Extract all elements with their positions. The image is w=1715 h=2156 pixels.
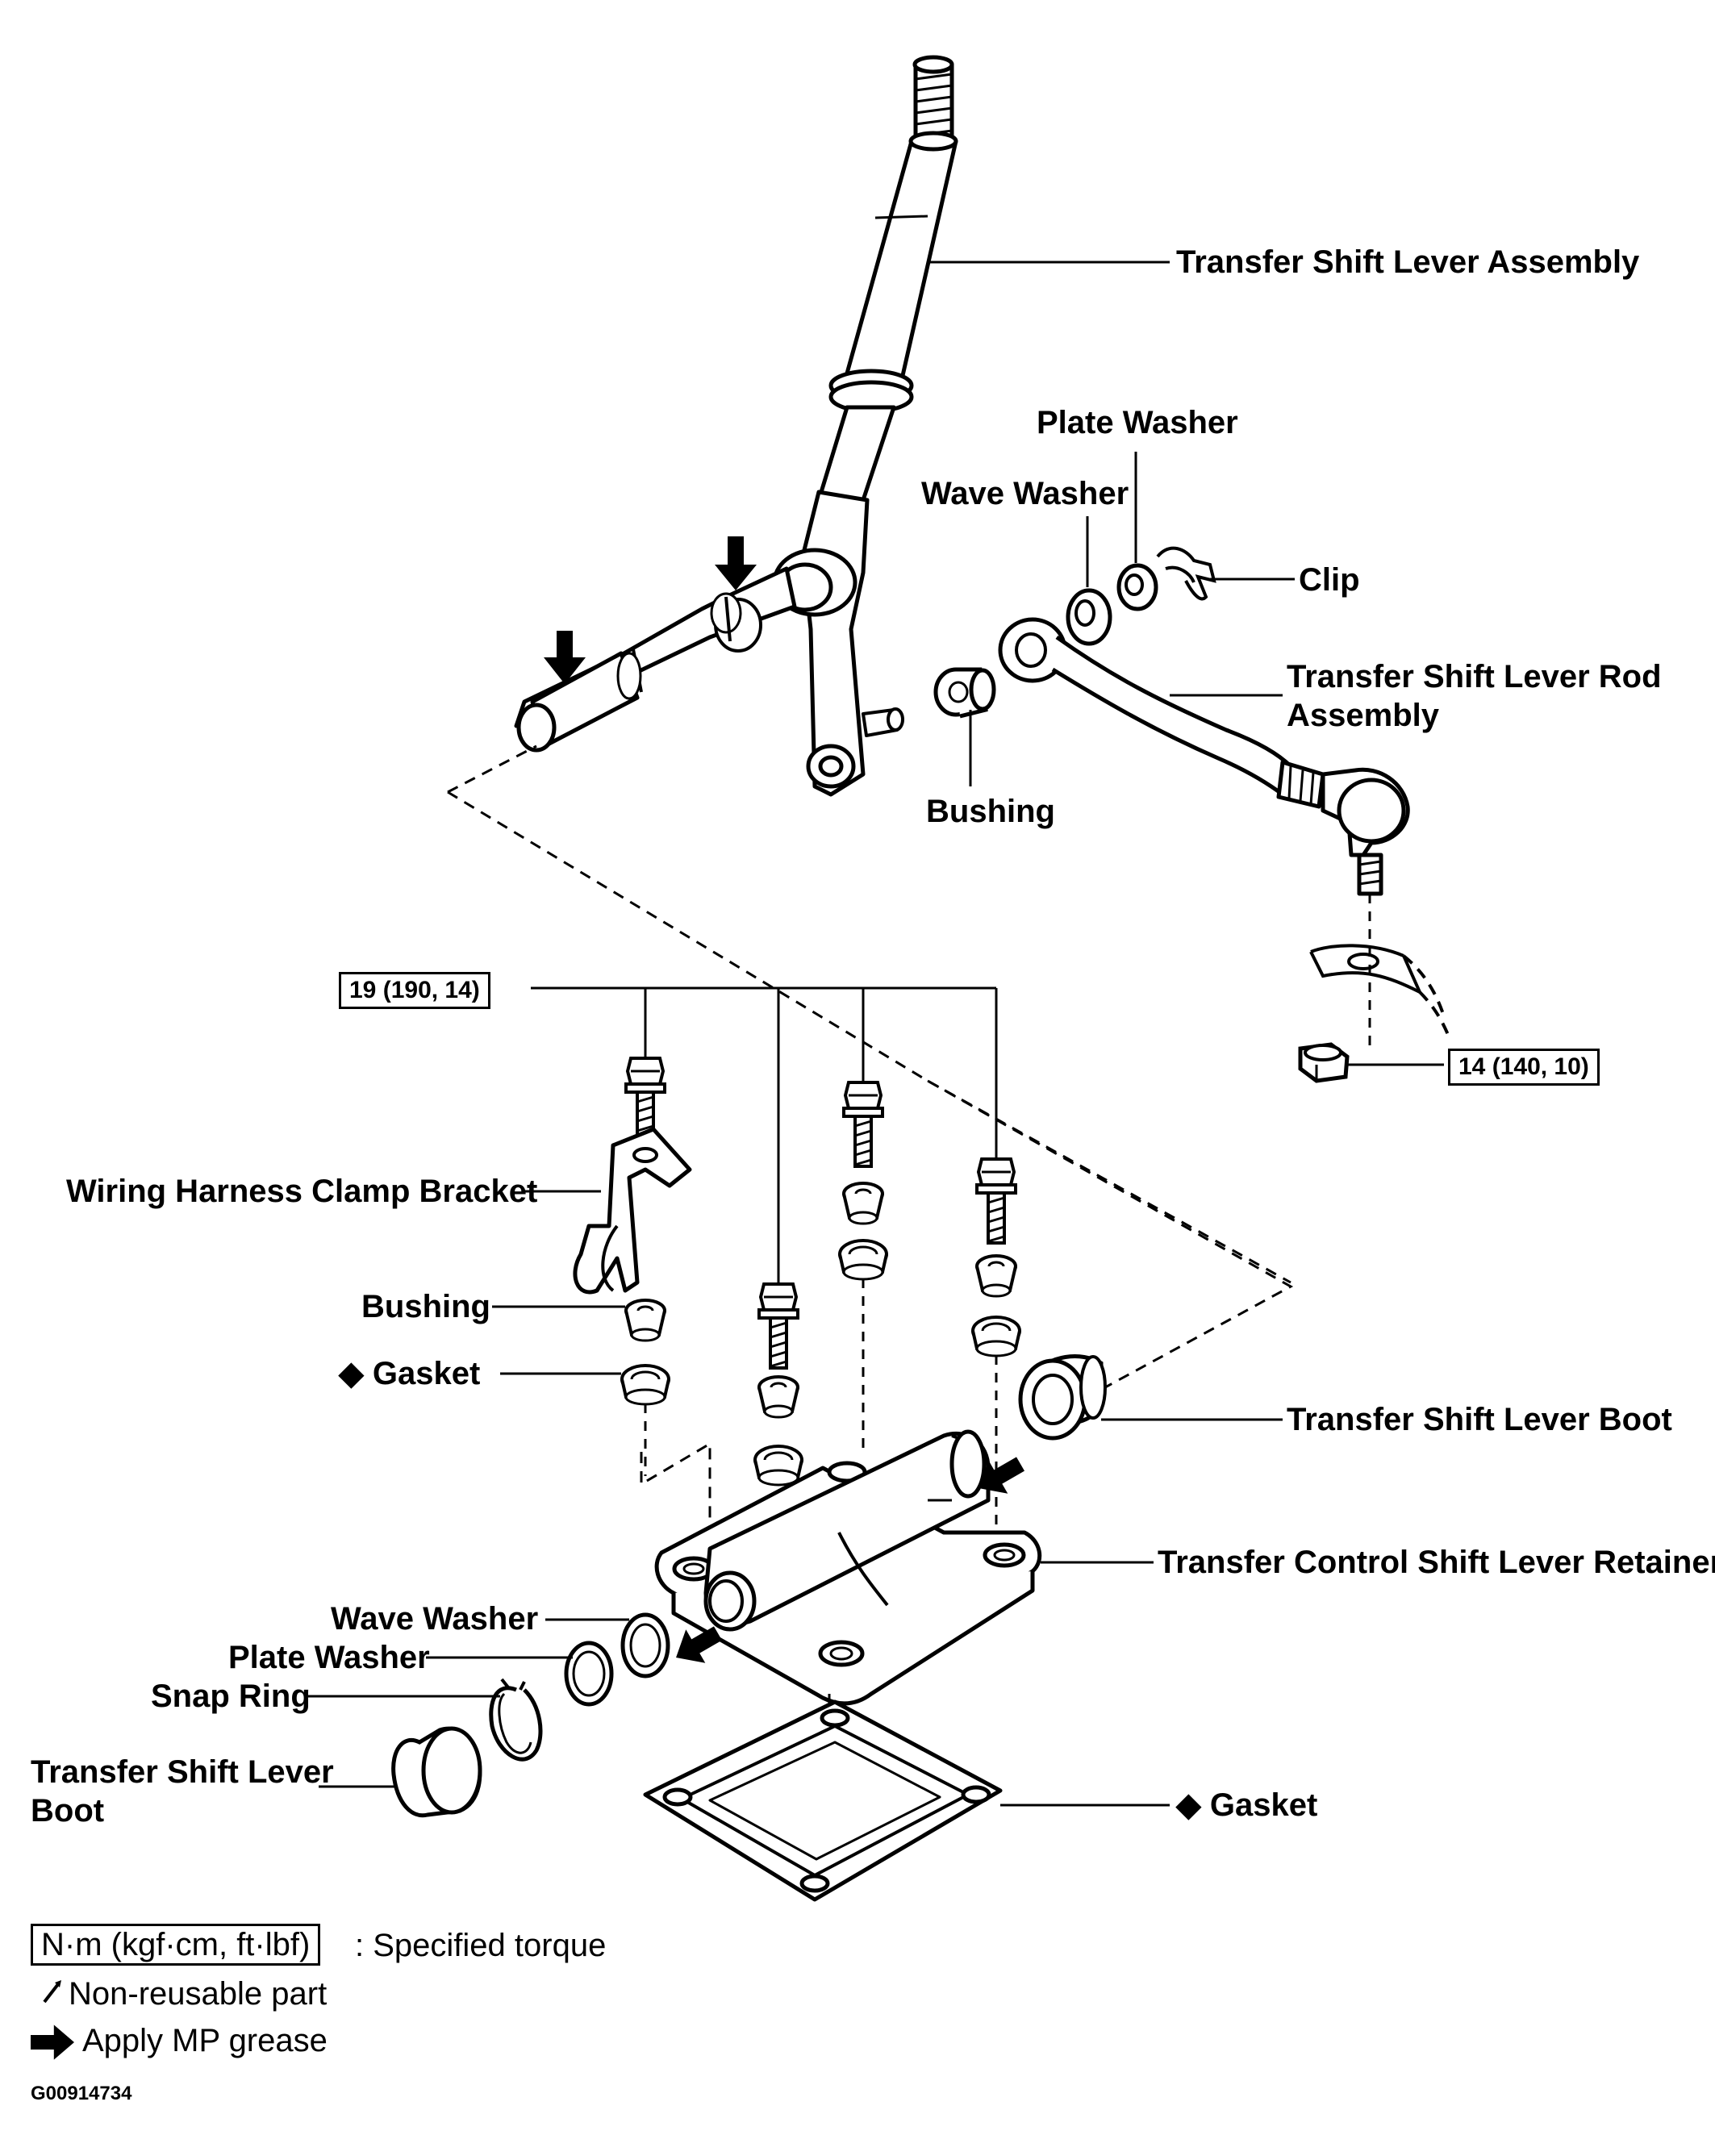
non-reusable-marker-2: ◆ [1176, 1787, 1201, 1823]
non-reusable-marker: ◆ [339, 1356, 364, 1391]
label-lever-boot-left-line2: Boot [31, 1793, 105, 1829]
label-gasket-bottom: ◆ Gasket [1176, 1787, 1317, 1823]
legend-torque-desc: : Specified torque [355, 1928, 607, 1963]
gasket-left-part [620, 1364, 670, 1406]
label-shift-lever-assembly: Transfer Shift Lever Assembly [1176, 244, 1640, 280]
plate-washer-top-part [1116, 563, 1158, 611]
ring-washer-4 [971, 1316, 1021, 1357]
collar-3 [842, 1182, 884, 1225]
label-lever-retainer: Transfer Control Shift Lever Retainer [1158, 1545, 1715, 1580]
nut-part [1298, 1042, 1350, 1083]
label-plate-washer-bottom: Plate Washer [228, 1640, 430, 1675]
wave-washer-bottom-part [620, 1612, 670, 1679]
label-gasket-left: ◆ Gasket [339, 1356, 480, 1391]
wave-washer-top-part [1066, 588, 1112, 646]
legend-torque-unit: N·m (kgf·cm, ft·lbf) [31, 1924, 321, 1966]
label-bushing-left: Bushing [361, 1289, 490, 1324]
bushing-top-part [933, 667, 996, 719]
label-wiring-harness-bracket: Wiring Harness Clamp Bracket [66, 1174, 538, 1209]
bolt-4 [975, 1157, 1017, 1245]
bolt-3 [842, 1081, 884, 1168]
rod-assembly-part [998, 617, 1410, 896]
snap-ring-part [489, 1678, 543, 1762]
label-rod-assembly-line1: Transfer Shift Lever Rod [1287, 659, 1662, 694]
torque-spec-nut: 14 (140, 10) [1448, 1049, 1600, 1086]
collar-2 [757, 1375, 799, 1419]
torque-leader-lines [531, 986, 998, 1282]
legend-grease-desc: Apply MP grease [82, 2023, 328, 2058]
label-snap-ring: Snap Ring [151, 1679, 311, 1714]
plate-washer-bottom-part [564, 1641, 614, 1707]
wiring-harness-bracket-part [573, 1127, 692, 1295]
bushing-left-part [624, 1299, 666, 1342]
label-lever-boot-right: Transfer Shift Lever Boot [1287, 1402, 1672, 1437]
label-clip: Clip [1299, 562, 1360, 598]
bolt-2 [757, 1282, 799, 1370]
collar-4 [975, 1254, 1017, 1298]
shift-lever-assembly [514, 55, 958, 797]
label-plate-washer-top: Plate Washer [1037, 405, 1238, 440]
mounting-arm [1309, 944, 1452, 1041]
lever-boot-left-part [391, 1726, 482, 1818]
torque-spec-bolts: 19 (190, 14) [339, 972, 490, 1009]
clip-part [1156, 546, 1216, 601]
grease-arrow-shaft-2 [544, 631, 586, 684]
bolt-1 [624, 1057, 666, 1144]
grease-arrow-shaft-1 [715, 536, 757, 590]
ring-washer-3 [838, 1239, 888, 1281]
ring-washer-2 [753, 1445, 803, 1487]
lever-boot-right-part [1018, 1354, 1107, 1441]
figure-id: G00914734 [31, 2083, 132, 2104]
label-wave-washer-bottom: Wave Washer [331, 1601, 539, 1637]
grease-arrow-icon [31, 2025, 74, 2060]
label-bushing-top: Bushing [926, 794, 1055, 829]
label-rod-assembly-line2: Assembly [1287, 698, 1439, 733]
label-wave-washer-top: Wave Washer [921, 476, 1129, 511]
shift-lever-retainer-part [654, 1429, 1042, 1706]
label-gasket-bottom-text: Gasket [1209, 1787, 1318, 1823]
gasket-bottom-part [643, 1699, 1003, 1902]
legend-non-reusable-desc: Non-reusable part [69, 1976, 328, 2012]
non-reusable-icon [43, 1980, 61, 2004]
label-lever-boot-left-line1: Transfer Shift Lever [31, 1754, 334, 1790]
label-gasket-left-text: Gasket [372, 1356, 481, 1391]
